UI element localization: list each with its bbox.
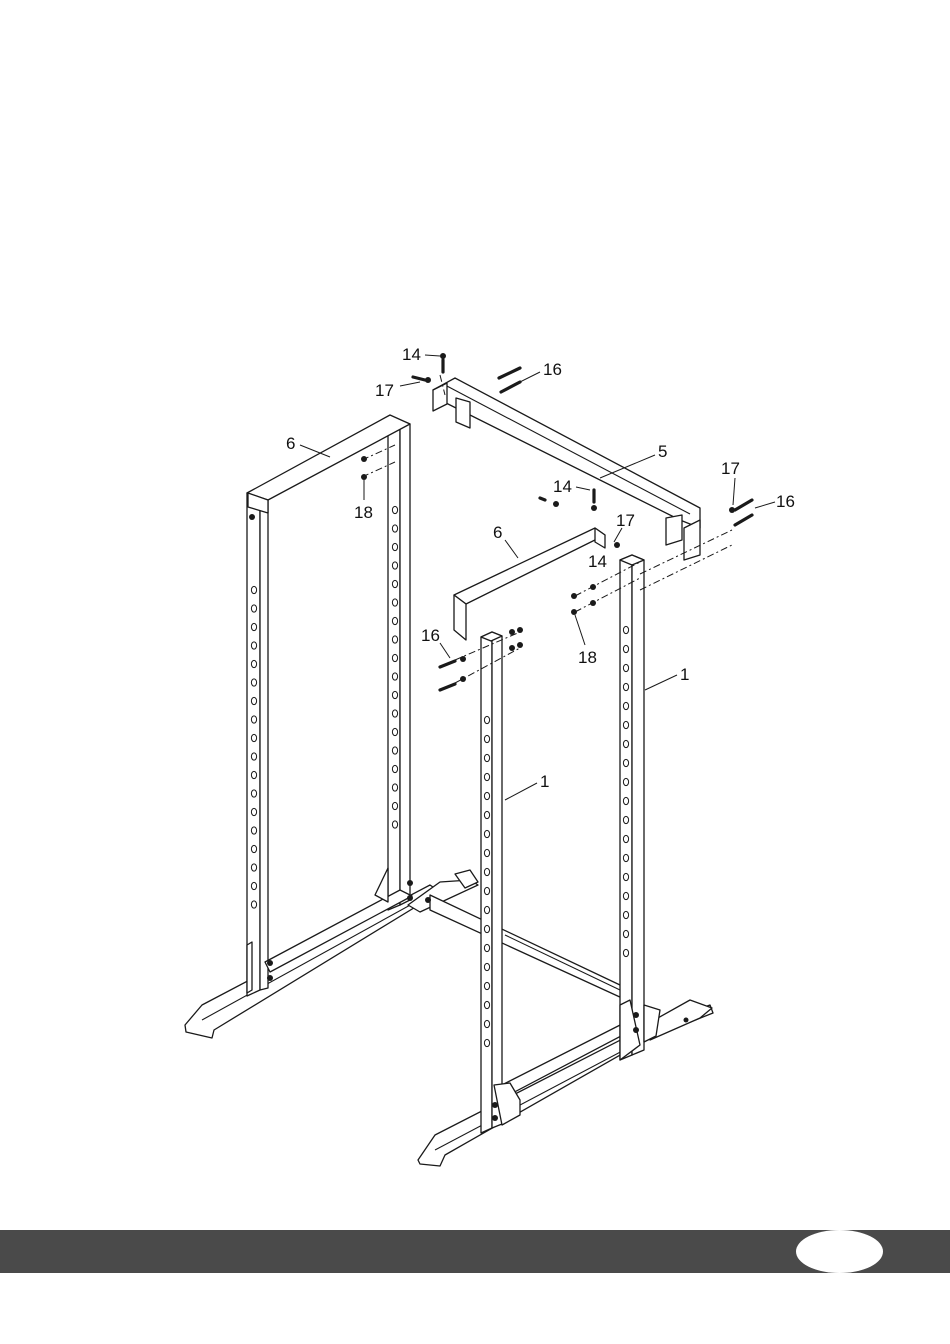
callout-1-right: 1 xyxy=(680,665,689,684)
upright-hole xyxy=(484,887,489,894)
page-number-badge xyxy=(796,1230,883,1273)
callout-1-center: 1 xyxy=(540,772,549,791)
callout-14-mid: 14 xyxy=(553,477,572,496)
upright-hole xyxy=(484,849,489,856)
upright-hole xyxy=(484,792,489,799)
upright-hole xyxy=(484,906,489,913)
upright-hole xyxy=(484,735,489,742)
upright-hole xyxy=(251,753,256,760)
upright-hole xyxy=(392,599,397,606)
upright-hole xyxy=(251,642,256,649)
upright-hole xyxy=(251,716,256,723)
upright-hole xyxy=(484,830,489,837)
upright-hole xyxy=(392,543,397,550)
upright-hole xyxy=(392,636,397,643)
upright-hole xyxy=(392,802,397,809)
mid-crossbar-part-6 xyxy=(454,528,605,640)
upright-hole xyxy=(484,963,489,970)
upright-hole xyxy=(623,759,628,766)
upright-hole xyxy=(623,626,628,633)
upright-hole xyxy=(392,691,397,698)
callout-17-top: 17 xyxy=(375,381,394,400)
upright-hole xyxy=(623,835,628,842)
upright-hole xyxy=(392,821,397,828)
upright-hole xyxy=(392,728,397,735)
upright-hole xyxy=(623,797,628,804)
upright-hole xyxy=(392,525,397,532)
upright-hole xyxy=(484,754,489,761)
upright-hole xyxy=(251,623,256,630)
upright-hole xyxy=(484,982,489,989)
upright-hole xyxy=(251,808,256,815)
upright-hole xyxy=(251,605,256,612)
upright-hole xyxy=(392,710,397,717)
callout-6-left: 6 xyxy=(286,434,295,453)
callout-17-mid: 17 xyxy=(616,511,635,530)
upright-hole xyxy=(484,811,489,818)
upright-hole xyxy=(251,697,256,704)
upright-hole xyxy=(623,645,628,652)
upright-hole xyxy=(251,771,256,778)
upright-hole xyxy=(484,773,489,780)
callout-18-left: 18 xyxy=(354,503,373,522)
callout-18-right: 18 xyxy=(578,648,597,667)
callout-6-mid: 6 xyxy=(493,523,502,542)
upright-hole xyxy=(623,949,628,956)
upright-hole xyxy=(484,1039,489,1046)
upright-hole xyxy=(623,778,628,785)
front-frame xyxy=(418,555,713,1166)
callout-16-top: 16 xyxy=(543,360,562,379)
upright-hole xyxy=(392,562,397,569)
upright-hole xyxy=(623,702,628,709)
upright-hole xyxy=(623,873,628,880)
callout-14-mid2: 14 xyxy=(588,552,607,571)
upright-hole xyxy=(392,747,397,754)
top-crossbar-part-5 xyxy=(433,378,700,560)
upright-hole xyxy=(484,716,489,723)
upright-hole xyxy=(484,1001,489,1008)
upright-hole xyxy=(251,679,256,686)
upright-hole xyxy=(484,868,489,875)
upright-hole xyxy=(623,930,628,937)
callout-labels: 14 17 16 6 18 5 17 16 14 6 17 14 16 18 1… xyxy=(286,345,795,791)
upright-hole xyxy=(251,864,256,871)
callout-16-left: 16 xyxy=(421,626,440,645)
upright-hole xyxy=(251,827,256,834)
upright-hole xyxy=(623,892,628,899)
upright-hole xyxy=(392,580,397,587)
left-rear-frame xyxy=(185,415,478,1038)
upright-hole xyxy=(623,683,628,690)
upright-hole xyxy=(251,790,256,797)
upright-hole xyxy=(392,673,397,680)
upright-hole xyxy=(484,1020,489,1027)
callout-17-right: 17 xyxy=(721,459,740,478)
upright-hole xyxy=(251,586,256,593)
upright-hole xyxy=(251,734,256,741)
upright-hole xyxy=(484,944,489,951)
upright-hole xyxy=(392,654,397,661)
upright-hole xyxy=(623,911,628,918)
upright-hole xyxy=(392,765,397,772)
upright-hole xyxy=(251,882,256,889)
upright-hole xyxy=(623,721,628,728)
upright-hole xyxy=(392,506,397,513)
callout-14-top: 14 xyxy=(402,345,421,364)
upright-hole xyxy=(623,816,628,823)
callout-5: 5 xyxy=(658,442,667,461)
upright-hole xyxy=(251,845,256,852)
upright-hole xyxy=(623,664,628,671)
upright-hole xyxy=(392,617,397,624)
upright-hole xyxy=(251,901,256,908)
upright-hole xyxy=(623,854,628,861)
callout-16-right: 16 xyxy=(776,492,795,511)
upright-hole xyxy=(392,784,397,791)
upright-hole xyxy=(623,740,628,747)
upright-hole xyxy=(484,925,489,932)
upright-hole xyxy=(251,660,256,667)
